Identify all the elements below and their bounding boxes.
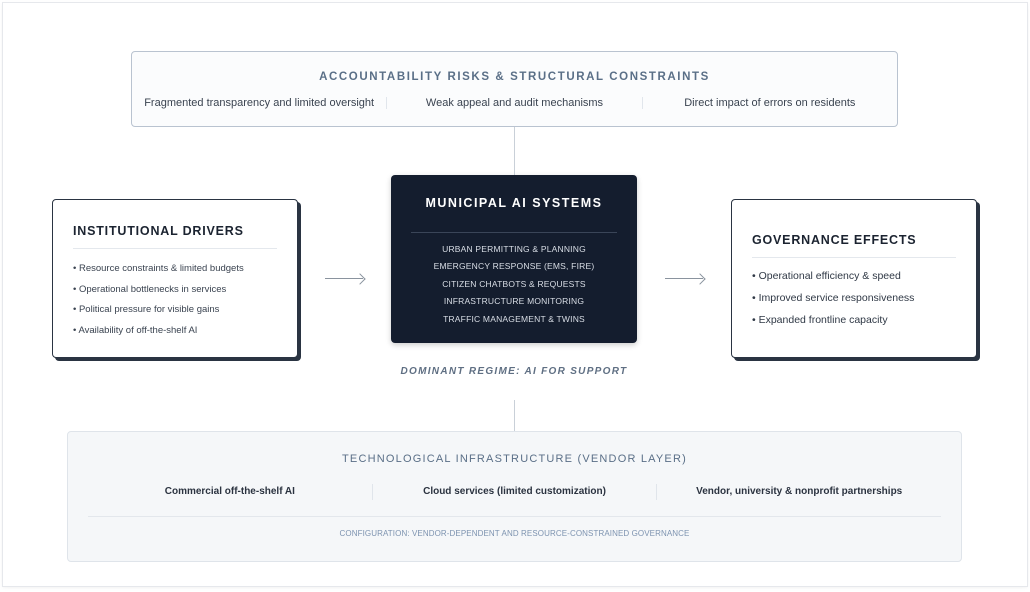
institutional-drivers-box: INSTITUTIONAL DRIVERS • Resource constra…: [52, 199, 298, 358]
governance-effects-box: GOVERNANCE EFFECTS • Operational efficie…: [731, 199, 977, 358]
infrastructure-item: Cloud services (limited customization): [373, 484, 658, 500]
municipal-ai-systems-list: URBAN PERMITTING & PLANNING EMERGENCY RE…: [391, 241, 637, 328]
effect-item: • Improved service responsiveness: [752, 292, 915, 304]
accountability-risks-title: ACCOUNTABILITY RISKS & STRUCTURAL CONSTR…: [319, 71, 710, 83]
municipal-ai-systems-title: MUNICIPAL AI SYSTEMS: [425, 196, 603, 210]
ai-system-item: EMERGENCY RESPONSE (EMS, FIRE): [433, 261, 595, 272]
driver-item: • Availability of off-the-shelf AI: [73, 324, 198, 336]
governance-effects-title: GOVERNANCE EFFECTS: [752, 233, 917, 247]
divider: [411, 232, 617, 233]
infrastructure-item: Commercial off-the-shelf AI: [88, 484, 373, 500]
technological-infrastructure-items: Commercial off-the-shelf AI Cloud servic…: [88, 484, 941, 500]
risk-item: Weak appeal and audit mechanisms: [387, 97, 643, 109]
effect-item: • Expanded frontline capacity: [752, 314, 888, 326]
technological-infrastructure-box: TECHNOLOGICAL INFRASTRUCTURE (VENDOR LAY…: [67, 431, 962, 562]
governance-effects-list: • Operational efficiency & speed • Impro…: [752, 265, 966, 331]
top-connector-line: [514, 127, 515, 175]
driver-item: • Political pressure for visible gains: [73, 304, 220, 315]
risk-item: Direct impact of errors on residents: [684, 97, 856, 109]
accountability-risks-box: ACCOUNTABILITY RISKS & STRUCTURAL CONSTR…: [131, 51, 898, 127]
municipal-ai-systems-box: MUNICIPAL AI SYSTEMS URBAN PERMITTING & …: [391, 175, 637, 343]
institutional-drivers-list: • Resource constraints & limited budgets…: [73, 259, 287, 341]
dominant-regime-label: DOMINANT REGIME: AI FOR SUPPORT: [400, 366, 628, 377]
technological-infrastructure-title: TECHNOLOGICAL INFRASTRUCTURE (VENDOR LAY…: [342, 453, 687, 465]
driver-item: • Resource constraints & limited budgets: [73, 263, 244, 274]
ai-system-item: TRAFFIC MANAGEMENT & TWINS: [443, 313, 585, 324]
divider: [752, 257, 956, 258]
arrow-right-icon: [325, 273, 366, 285]
ai-system-item: CITIZEN CHATBOTS & REQUESTS: [442, 278, 586, 289]
ai-system-item: INFRASTRUCTURE MONITORING: [443, 296, 585, 307]
ai-system-item: URBAN PERMITTING & PLANNING: [442, 244, 586, 254]
arrow-right-icon: [665, 273, 706, 285]
diagram-canvas: ACCOUNTABILITY RISKS & STRUCTURAL CONSTR…: [3, 3, 1027, 586]
divider: [73, 248, 277, 249]
accountability-risks-items: Fragmented transparency and limited over…: [132, 97, 897, 109]
infrastructure-item: Vendor, university & nonprofit partnersh…: [696, 486, 903, 497]
divider: [88, 516, 941, 517]
risk-item: Fragmented transparency and limited over…: [132, 97, 388, 109]
bottom-connector-line: [514, 400, 515, 431]
driver-item: • Operational bottlenecks in services: [73, 283, 227, 295]
configuration-note: CONFIGURATION: VENDOR-DEPENDENT AND RESO…: [339, 529, 690, 538]
effect-item: • Operational efficiency & speed: [752, 270, 901, 282]
institutional-drivers-title: INSTITUTIONAL DRIVERS: [73, 224, 244, 238]
